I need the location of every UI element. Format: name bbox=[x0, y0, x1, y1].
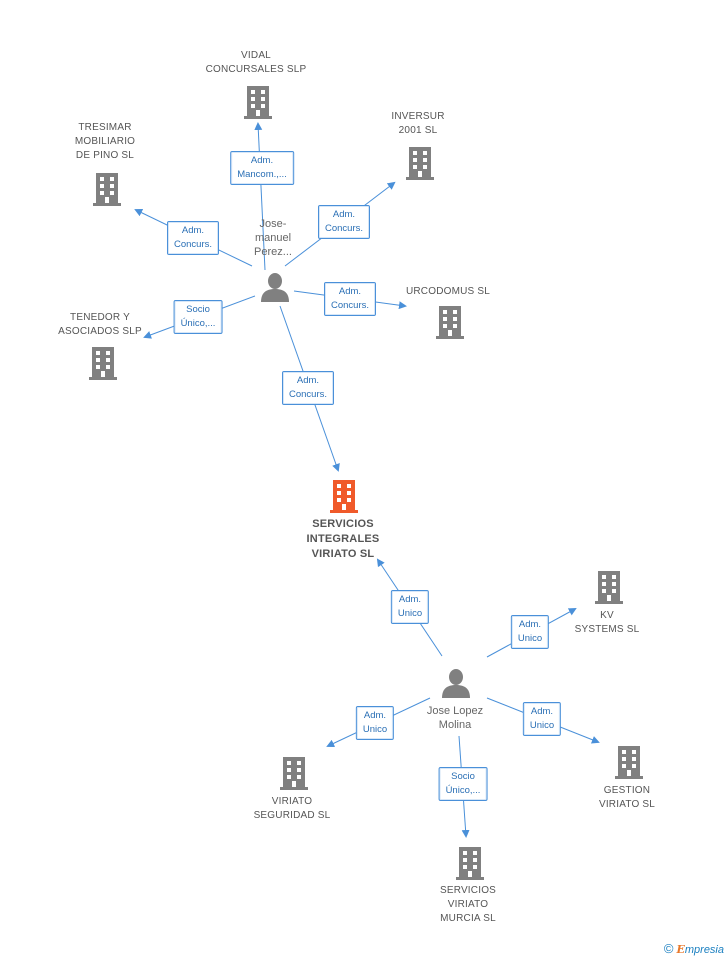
edge-label-adm-concurs[interactable]: Adm. Concurs. bbox=[317, 205, 371, 239]
company-label: TENEDOR Y ASOCIADOS SLP bbox=[58, 312, 142, 337]
building-icon bbox=[456, 847, 484, 880]
company-label: VIDAL CONCURSALES SLP bbox=[205, 50, 307, 75]
edge-label-adm-concurs[interactable]: Adm. Concurs. bbox=[281, 371, 335, 405]
edge-label-adm-unico[interactable]: Adm. Unico bbox=[522, 702, 562, 736]
company-label: VIRIATO SEGURIDAD SL bbox=[253, 796, 331, 821]
company-label: INVERSUR 2001 SL bbox=[391, 111, 445, 136]
edge-label-socio-unico[interactable]: Socio Único,... bbox=[438, 767, 488, 801]
copyright-symbol: © bbox=[663, 941, 674, 956]
person-label: Jose- manuel Perez... bbox=[254, 218, 292, 258]
company-label: TRESIMAR MOBILIARIO DE PINO SL bbox=[74, 122, 136, 161]
edge-label-adm-unico[interactable]: Adm. Unico bbox=[355, 706, 395, 740]
building-icon bbox=[93, 173, 121, 206]
building-icon bbox=[595, 571, 623, 604]
building-icon bbox=[244, 86, 272, 119]
edge-label-adm-concurs[interactable]: Adm. Concurs. bbox=[166, 221, 220, 255]
edge-label-adm-mancom[interactable]: Adm. Mancom.,... bbox=[230, 151, 294, 185]
building-icon bbox=[89, 347, 117, 380]
edge-label-adm-concurs[interactable]: Adm. Concurs. bbox=[323, 282, 377, 316]
edge-label-socio-unico[interactable]: Socio Único,... bbox=[173, 300, 223, 334]
company-label: SERVICIOS INTEGRALES VIRIATO SL bbox=[306, 518, 380, 560]
building-icon-highlighted bbox=[330, 480, 358, 513]
brand-name: mpresia bbox=[684, 944, 724, 956]
edge-label-adm-unico[interactable]: Adm. Unico bbox=[510, 615, 550, 649]
edge-label-adm-unico[interactable]: Adm. Unico bbox=[390, 590, 430, 624]
building-icon bbox=[406, 147, 434, 180]
company-label: KV SYSTEMS SL bbox=[574, 610, 640, 635]
person-icon bbox=[442, 669, 470, 698]
building-icon bbox=[280, 757, 308, 790]
company-label: GESTION VIRIATO SL bbox=[598, 785, 656, 810]
company-label: SERVICIOS VIRIATO MURCIA SL bbox=[439, 885, 497, 924]
person-label: Jose Lopez Molina bbox=[426, 705, 484, 731]
person-icon bbox=[261, 273, 289, 302]
edge-line-jm-vidal bbox=[254, 122, 266, 271]
brand-initial: E bbox=[676, 943, 685, 956]
company-label: URCODOMUS SL bbox=[405, 286, 491, 297]
building-icon bbox=[436, 306, 464, 339]
building-icon bbox=[615, 746, 643, 779]
empresia-brand-logo[interactable]: © Empresia bbox=[664, 941, 724, 956]
